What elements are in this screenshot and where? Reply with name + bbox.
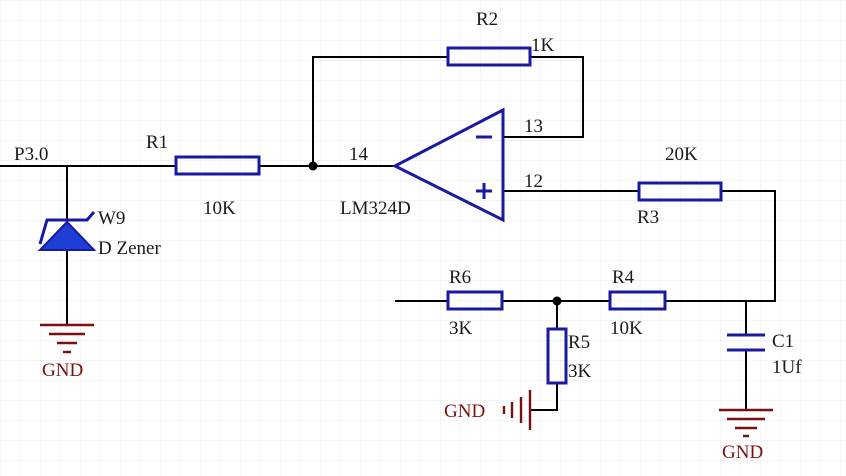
zener-diode-w9 <box>37 211 97 251</box>
ground-symbol-r5 <box>502 390 532 430</box>
resistor-r4 <box>608 290 667 311</box>
resistor-r3 <box>637 181 723 202</box>
resistor-r6-ref: R6 <box>449 267 471 288</box>
opamp-pin-output: 14 <box>349 144 369 165</box>
opamp-lm324d-symbol <box>391 107 505 223</box>
resistor-r3-ref: R3 <box>637 207 659 228</box>
resistor-r2-ref: R2 <box>476 9 498 30</box>
ground-symbol-capacitor <box>719 408 773 438</box>
opamp-pin-noninverting: 12 <box>524 171 543 192</box>
capacitor-c1-value: 1Uf <box>772 357 802 378</box>
zener-type: D Zener <box>98 238 161 259</box>
opamp-pin-inverting: 13 <box>524 116 543 137</box>
ground-label-capacitor: GND <box>722 442 763 463</box>
opamp-part-name: LM324D <box>340 198 411 219</box>
wire-r5-to-gnd <box>530 383 558 411</box>
capacitor-c1-ref: C1 <box>772 331 794 352</box>
resistor-r6-value: 3K <box>449 318 473 339</box>
ground-label-r5: GND <box>444 401 485 422</box>
resistor-r2-value: 1K <box>531 35 555 56</box>
resistor-r4-ref: R4 <box>612 267 635 288</box>
resistor-r1-ref: R1 <box>146 132 168 153</box>
junction-dot-r5 <box>552 296 562 306</box>
zener-ref: W9 <box>98 208 125 229</box>
junction-dot-inverting <box>308 161 318 171</box>
ground-symbol-zener <box>40 323 94 354</box>
wire-feedback-left <box>312 56 448 166</box>
resistor-r4-value: 10K <box>610 318 643 339</box>
resistor-r5-ref: R5 <box>568 332 590 353</box>
ground-label-zener: GND <box>42 360 83 381</box>
capacitor-c1 <box>727 333 765 352</box>
resistor-r5-value: 3K <box>568 361 592 382</box>
wire-feedback-right <box>503 56 584 138</box>
resistor-r1 <box>174 155 261 176</box>
resistor-r1-value: 10K <box>203 198 236 219</box>
resistor-r2 <box>446 46 532 67</box>
resistor-r3-value: 20K <box>665 144 698 165</box>
resistor-r6 <box>446 290 504 311</box>
net-label-p30: P3.0 <box>14 144 48 165</box>
resistor-r5 <box>546 327 568 385</box>
wire-r3-to-r4 <box>665 190 776 302</box>
